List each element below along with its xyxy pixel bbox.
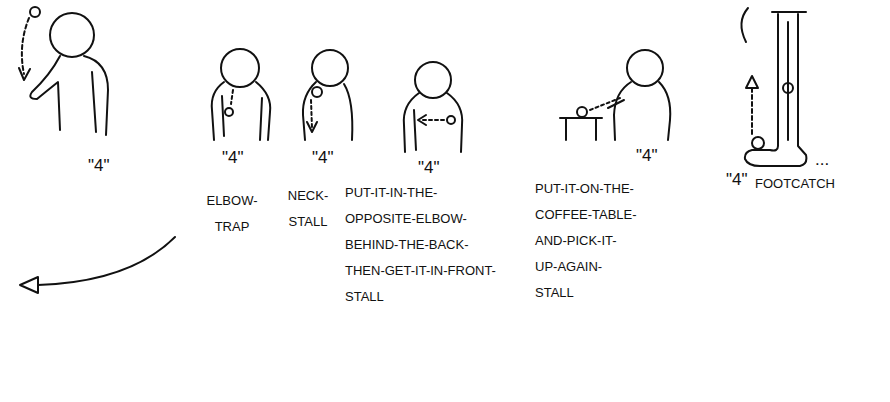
- trick-name: FOOTCATCH: [755, 174, 835, 194]
- ellipsis: ...: [815, 150, 829, 170]
- text-line: ELBOW-: [206, 188, 257, 214]
- trick-caption: NECK- STALL: [288, 183, 328, 235]
- text-line: AND-PICK-IT-: [535, 228, 637, 254]
- count-label: "4": [726, 170, 748, 190]
- text-line: "4": [312, 148, 334, 167]
- text-line: NECK-: [288, 183, 328, 209]
- juggler-figure: [212, 49, 270, 140]
- text-line: TRAP: [206, 214, 257, 240]
- text-line: OPPOSITE-ELBOW-: [345, 206, 496, 232]
- text-line: "4": [418, 158, 440, 177]
- juggler-figure: [404, 62, 462, 152]
- count-label: "4": [88, 156, 110, 176]
- juggler-figure: [19, 7, 108, 135]
- count-label: "4": [312, 148, 334, 168]
- juggler-figure: [741, 8, 806, 166]
- text-line: COFFEE-TABLE-: [535, 202, 637, 228]
- text-line: PUT-IT-IN-THE-: [345, 180, 496, 206]
- trick-caption: PUT-IT-ON-THE- COFFEE-TABLE- AND-PICK-IT…: [535, 176, 637, 306]
- text-line: STALL: [288, 209, 328, 235]
- count-label: "4": [636, 146, 658, 166]
- trick-caption: PUT-IT-IN-THE- OPPOSITE-ELBOW- BEHIND-TH…: [345, 180, 496, 310]
- trick-caption: ELBOW- TRAP: [206, 188, 257, 240]
- text-line: "4": [726, 170, 748, 189]
- return-arrow: [20, 237, 175, 293]
- text-line: PUT-IT-ON-THE-: [535, 176, 637, 202]
- text-line: "4": [88, 156, 110, 175]
- text-line: FOOTCATCH: [755, 176, 835, 191]
- text-line: "4": [636, 146, 658, 165]
- text-line: STALL: [535, 280, 637, 306]
- text-line: THEN-GET-IT-IN-FRONT-: [345, 258, 496, 284]
- text-line: UP-AGAIN-: [535, 254, 637, 280]
- text-line: STALL: [345, 284, 496, 310]
- text-line: "4": [222, 148, 244, 167]
- juggler-figure: [560, 50, 670, 140]
- count-label: "4": [222, 148, 244, 168]
- text-line: ...: [815, 150, 829, 169]
- juggler-figure: [303, 50, 352, 140]
- count-label: "4": [418, 158, 440, 178]
- text-line: BEHIND-THE-BACK-: [345, 232, 496, 258]
